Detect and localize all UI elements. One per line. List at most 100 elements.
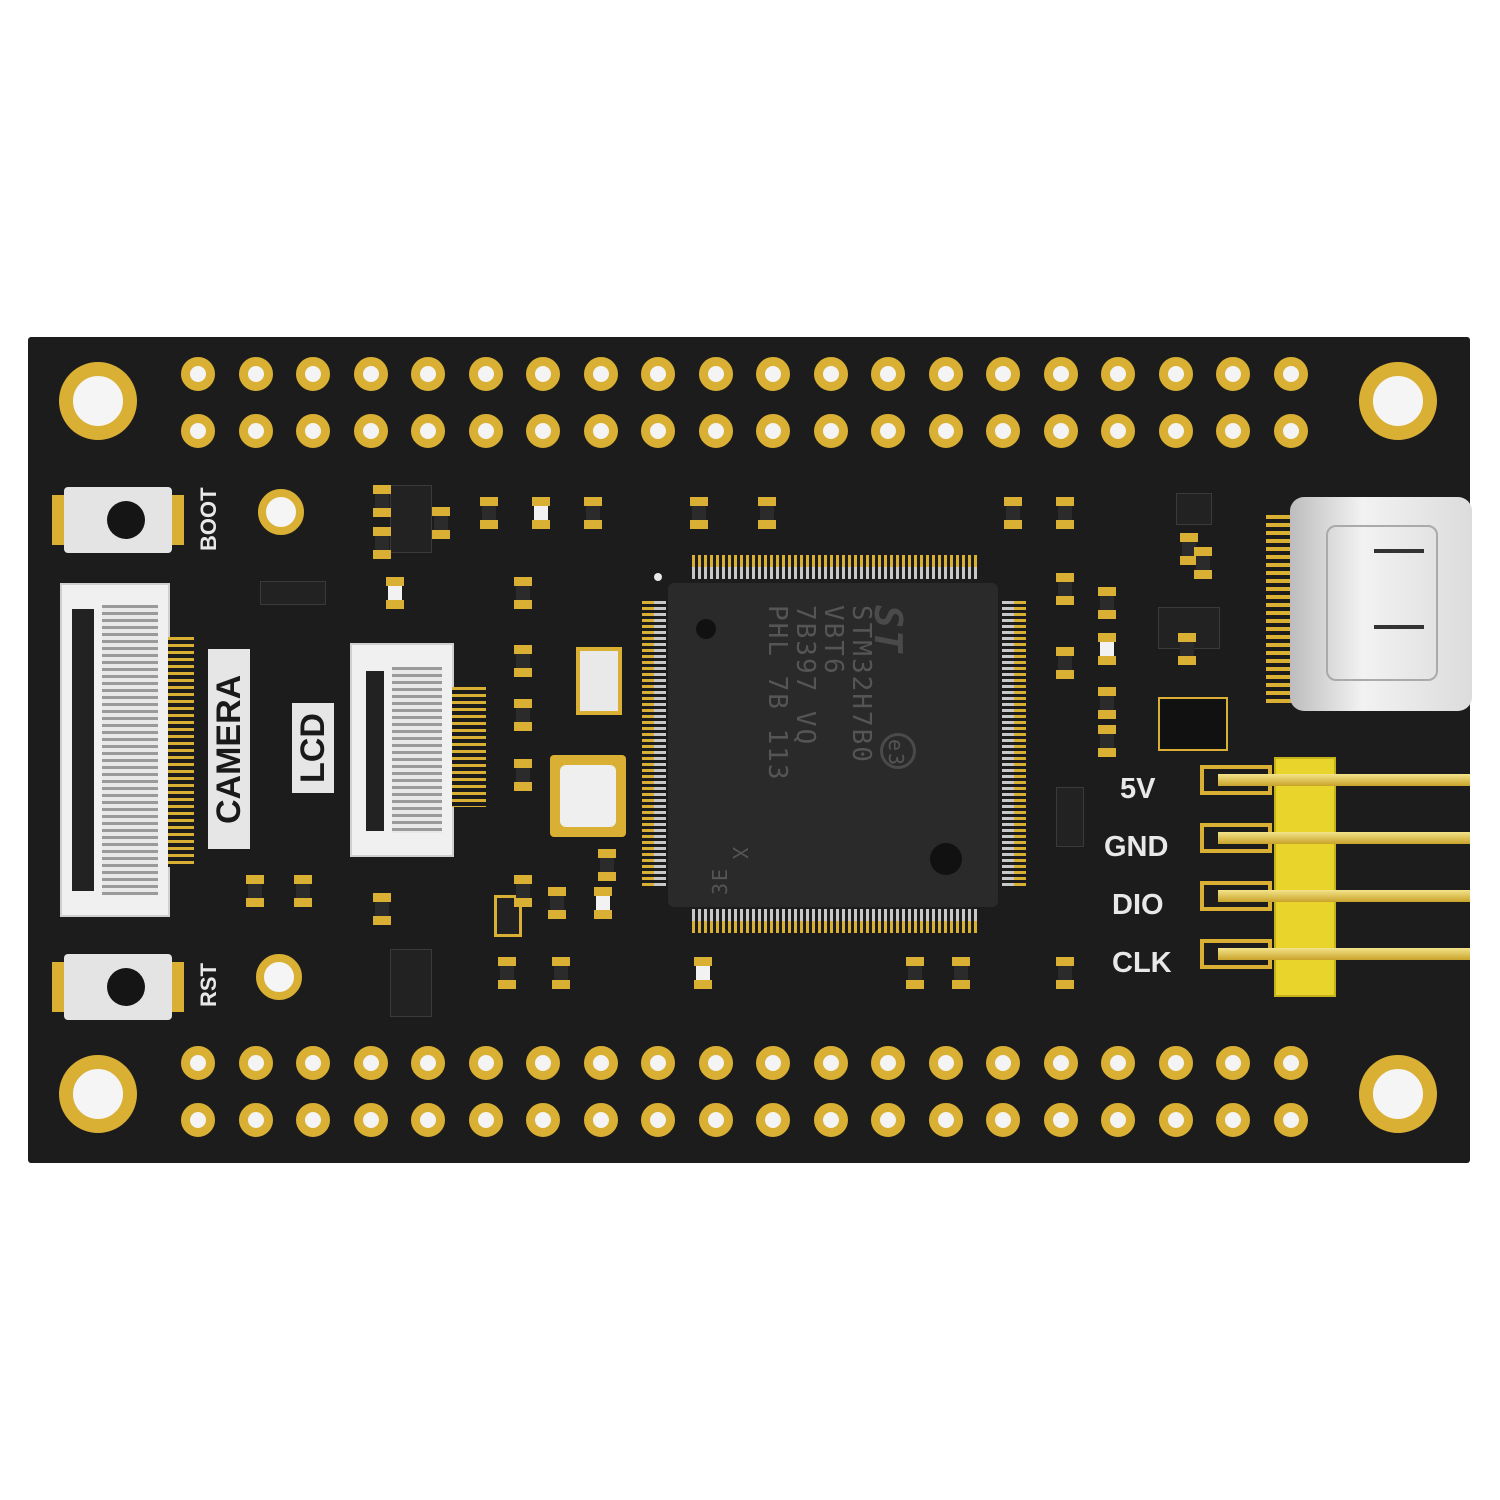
gpio-pin[interactable]	[353, 357, 388, 391]
gpio-pin[interactable]	[526, 1103, 560, 1137]
gpio-pin[interactable]	[181, 414, 215, 448]
capacitor	[294, 875, 312, 907]
gpio-pin[interactable]	[468, 1046, 503, 1080]
gpio-pin[interactable]	[1158, 414, 1193, 448]
capacitor	[1098, 587, 1116, 619]
capacitor	[246, 875, 264, 907]
gpio-pin[interactable]	[641, 1103, 675, 1137]
pcb-board: BOOT RST CAMERA LCD ST STM32H7B0 VBT6 7B…	[28, 337, 1472, 1163]
lcd-label: LCD	[292, 703, 334, 793]
gpio-pin[interactable]	[1158, 1046, 1193, 1080]
gpio-pin[interactable]	[1158, 357, 1193, 391]
gpio-pin[interactable]	[1273, 1046, 1308, 1080]
gpio-pin[interactable]	[238, 414, 273, 448]
gpio-pin[interactable]	[986, 1046, 1020, 1080]
gpio-pin[interactable]	[698, 414, 733, 448]
gpio-pin[interactable]	[238, 1046, 273, 1080]
gpio-pin[interactable]	[756, 414, 790, 448]
gpio-pin[interactable]	[1101, 414, 1135, 448]
gpio-pin[interactable]	[526, 1046, 560, 1080]
gpio-pin[interactable]	[411, 1103, 445, 1137]
header-pin[interactable]	[1218, 832, 1470, 844]
usb-c-port[interactable]	[1290, 497, 1472, 711]
gpio-pin[interactable]	[871, 1046, 905, 1080]
camera-label: CAMERA	[208, 649, 250, 849]
gpio-pin[interactable]	[238, 357, 273, 391]
capacitor	[598, 849, 616, 881]
gpio-pin[interactable]	[1101, 357, 1135, 391]
gpio-pin[interactable]	[1101, 1046, 1135, 1080]
gpio-pin[interactable]	[986, 1103, 1020, 1137]
gpio-pin[interactable]	[1043, 414, 1078, 448]
camera-connector[interactable]	[60, 583, 170, 917]
gpio-pin[interactable]	[1273, 414, 1308, 448]
inductor	[1158, 697, 1228, 751]
gpio-pin[interactable]	[871, 1103, 905, 1137]
gpio-pin[interactable]	[181, 1046, 215, 1080]
header-pin[interactable]	[1218, 774, 1470, 786]
gpio-pin[interactable]	[986, 414, 1020, 448]
gpio-pin[interactable]	[756, 1103, 790, 1137]
gpio-pin[interactable]	[986, 357, 1020, 391]
gpio-pin[interactable]	[353, 1103, 388, 1137]
gpio-pin[interactable]	[928, 1103, 963, 1137]
gpio-pin[interactable]	[296, 1046, 330, 1080]
gpio-pin[interactable]	[871, 414, 905, 448]
gpio-pin[interactable]	[1043, 357, 1078, 391]
gpio-pin[interactable]	[641, 357, 675, 391]
gpio-pin[interactable]	[1216, 1046, 1250, 1080]
gpio-pin[interactable]	[468, 414, 503, 448]
gpio-pin[interactable]	[1043, 1103, 1078, 1137]
header-pin[interactable]	[1218, 948, 1470, 960]
gpio-pin[interactable]	[641, 1046, 675, 1080]
gpio-pin[interactable]	[583, 357, 618, 391]
gpio-pin[interactable]	[526, 414, 560, 448]
gpio-pin[interactable]	[583, 1103, 618, 1137]
capacitor	[1178, 633, 1196, 665]
capacitor	[1098, 633, 1116, 665]
gpio-pin[interactable]	[583, 414, 618, 448]
gpio-pin[interactable]	[698, 1103, 733, 1137]
gpio-pin[interactable]	[468, 357, 503, 391]
gpio-pin[interactable]	[411, 1046, 445, 1080]
gpio-pin[interactable]	[583, 1046, 618, 1080]
gpio-pin[interactable]	[296, 414, 330, 448]
gpio-pin[interactable]	[238, 1103, 273, 1137]
gpio-pin[interactable]	[468, 1103, 503, 1137]
gpio-pin[interactable]	[526, 357, 560, 391]
gpio-pin[interactable]	[181, 357, 215, 391]
gpio-pin[interactable]	[928, 1046, 963, 1080]
gpio-pin[interactable]	[756, 1046, 790, 1080]
gpio-pin[interactable]	[411, 357, 445, 391]
gpio-pin[interactable]	[813, 414, 848, 448]
gpio-pin[interactable]	[353, 1046, 388, 1080]
gpio-pin[interactable]	[928, 414, 963, 448]
gpio-pin[interactable]	[1101, 1103, 1135, 1137]
gpio-pin[interactable]	[928, 357, 963, 391]
diode	[260, 581, 326, 605]
gpio-pin[interactable]	[181, 1103, 215, 1137]
gpio-pin[interactable]	[1273, 357, 1308, 391]
lcd-connector[interactable]	[350, 643, 454, 857]
gpio-pin[interactable]	[296, 1103, 330, 1137]
gpio-pin[interactable]	[813, 357, 848, 391]
gpio-pin[interactable]	[353, 414, 388, 448]
gpio-pin[interactable]	[1216, 1103, 1250, 1137]
gpio-pin[interactable]	[698, 1046, 733, 1080]
gpio-pin[interactable]	[756, 357, 790, 391]
gpio-pin[interactable]	[1216, 357, 1250, 391]
gpio-pin[interactable]	[411, 414, 445, 448]
gpio-pin[interactable]	[698, 357, 733, 391]
gpio-pin[interactable]	[1158, 1103, 1193, 1137]
boot-button[interactable]	[52, 487, 184, 553]
gpio-pin[interactable]	[1216, 414, 1250, 448]
gpio-pin[interactable]	[1273, 1103, 1308, 1137]
gpio-pin[interactable]	[641, 414, 675, 448]
header-pin[interactable]	[1218, 890, 1470, 902]
gpio-pin[interactable]	[813, 1046, 848, 1080]
gpio-pin[interactable]	[813, 1103, 848, 1137]
gpio-pin[interactable]	[871, 357, 905, 391]
gpio-pin[interactable]	[1043, 1046, 1078, 1080]
gpio-pin[interactable]	[296, 357, 330, 391]
reset-button[interactable]	[52, 954, 184, 1020]
